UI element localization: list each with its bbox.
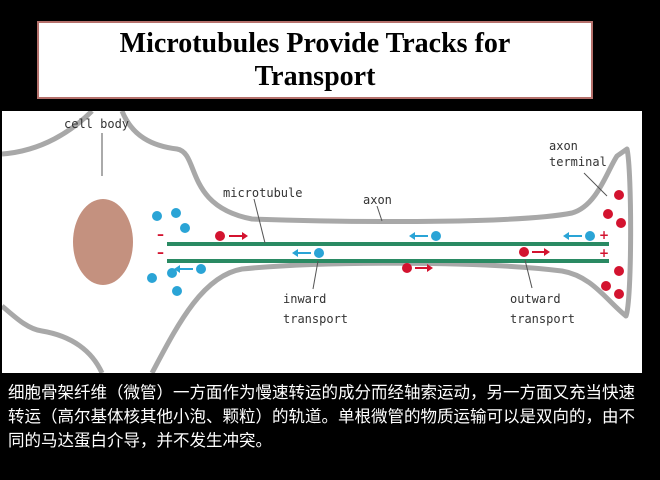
leader-axon-terminal <box>583 172 608 197</box>
outward-vesicle <box>614 190 624 200</box>
inward-moving-vesicle <box>563 231 595 241</box>
inward-vesicle <box>147 273 157 283</box>
plus-sign-1: + <box>599 228 609 242</box>
slide-title: Microtubules Provide Tracks for Transpor… <box>119 28 511 92</box>
outward-moving-vesicle <box>402 263 433 273</box>
plus-sign-2: + <box>599 246 609 260</box>
leader-axon <box>376 205 383 222</box>
outward-moving-vesicle <box>519 247 550 257</box>
label-outward-line2: transport <box>510 312 575 326</box>
label-axon-terminal-line1: axon <box>549 139 578 153</box>
title-box: Microtubules Provide Tracks for Transpor… <box>37 21 593 99</box>
outward-moving-vesicle <box>215 231 248 241</box>
label-inward-line2: transport <box>283 312 348 326</box>
nucleus <box>73 199 133 285</box>
outward-vesicle <box>603 209 613 219</box>
minus-sign-1: – <box>157 227 164 243</box>
outward-vesicle <box>616 218 626 228</box>
label-cell-body: cell body <box>64 117 129 131</box>
slide-caption: 细胞骨架纤维（微管）一方面作为慢速转运的成分而经轴索运动，另一方面又充当快速转运… <box>8 383 635 450</box>
label-inward-line1: inward <box>283 292 326 306</box>
label-axon: axon <box>363 193 392 207</box>
outward-vesicle <box>601 281 611 291</box>
label-outward-line1: outward <box>510 292 561 306</box>
label-microtubule: microtubule <box>223 186 302 200</box>
outward-vesicle <box>614 266 624 276</box>
inward-moving-vesicle <box>174 264 206 274</box>
inward-moving-vesicle <box>409 231 441 241</box>
leader-inward <box>312 260 319 290</box>
inward-vesicle <box>172 286 182 296</box>
minus-sign-2: – <box>157 245 164 261</box>
leader-microtubule <box>253 198 266 244</box>
outward-vesicle <box>614 289 624 299</box>
inward-vesicle <box>167 268 177 278</box>
inward-moving-vesicle <box>292 248 324 258</box>
cell-membrane <box>2 111 634 373</box>
inward-vesicle <box>180 223 190 233</box>
transport-diagram: – – + + <box>2 111 642 373</box>
inward-vesicle <box>171 208 181 218</box>
label-axon-terminal-line2: terminal <box>549 155 607 169</box>
diagram-svg: – – + + <box>2 111 634 373</box>
leader-outward <box>524 259 533 289</box>
inward-vesicle <box>152 211 162 221</box>
